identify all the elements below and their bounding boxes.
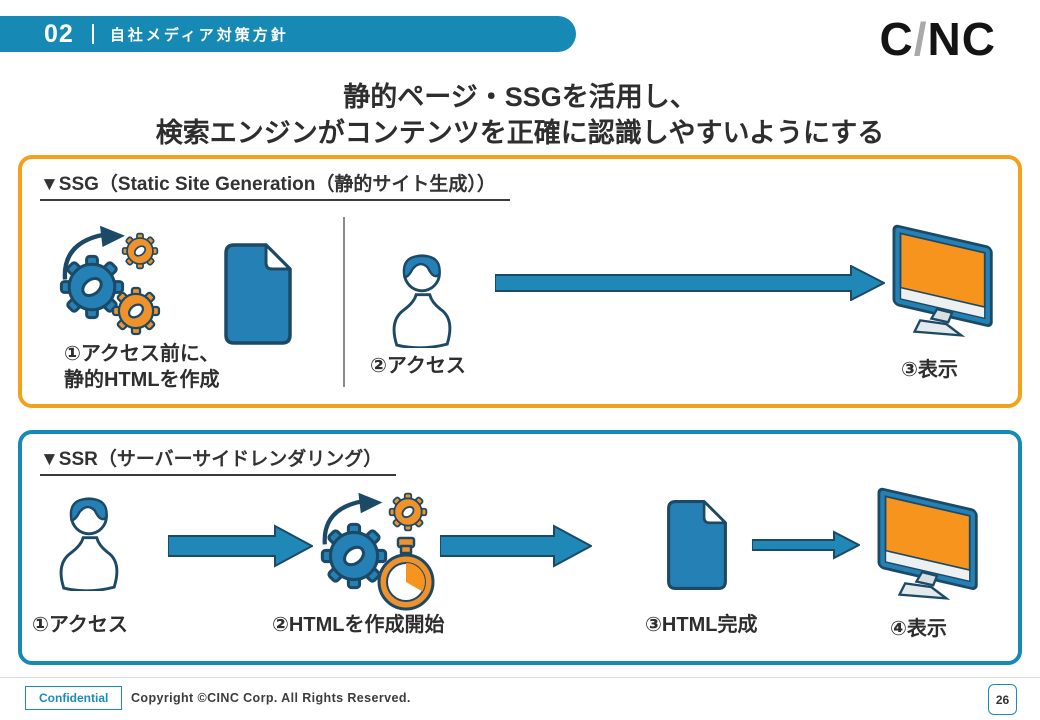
logo-letter-n: N (927, 13, 962, 65)
cinc-logo: C/NC (880, 12, 996, 66)
ssr-heading: ▼SSR（サーバーサイドレンダリング） (40, 444, 397, 476)
person-icon (55, 494, 121, 593)
logo-letter-c2: C (961, 13, 996, 65)
copyright-text: Copyright ©CINC Corp. All Rights Reserve… (131, 691, 411, 705)
footer-divider (0, 677, 1040, 678)
gears-stopwatch-icon (316, 484, 456, 614)
ssr-step4-label: ④表示 (890, 618, 947, 640)
divider-line (343, 217, 345, 387)
gears-icon (58, 221, 166, 343)
ssg-step2-label: ②アクセス (370, 355, 466, 377)
ssr-step1-label: ①アクセス (32, 614, 128, 636)
page-title-line1: 静的ページ・SSGを活用し、 (343, 82, 697, 112)
confidential-badge: Confidential (25, 686, 123, 710)
page-number-badge: 26 (988, 684, 1017, 715)
ssr-panel: ▼SSR（サーバーサイドレンダリング） ①アクセス ②H (18, 430, 1022, 665)
slide-number: 02 (44, 19, 74, 48)
ssg-heading: ▼SSG（Static Site Generation（静的サイト生成）） (40, 169, 510, 201)
document-icon (665, 498, 729, 592)
logo-letter-c1: C (879, 13, 914, 65)
monitor-icon (892, 223, 997, 341)
ssg-step1-line1: ①アクセス前に、 (64, 343, 220, 365)
section-title: 自社メディア対策方針 (109, 26, 289, 44)
monitor-icon (877, 486, 982, 604)
header-divider (91, 24, 94, 44)
header-banner: 02 自社メディア対策方針 (0, 16, 576, 52)
flow-arrow-icon (494, 264, 887, 302)
page-title-line2: 検索エンジンがコンテンツを正確に認識しやすいようにする (155, 117, 885, 148)
ssg-step3-label: ③表示 (901, 359, 958, 381)
logo-slash: / (913, 13, 928, 65)
flow-arrow-icon (167, 524, 315, 568)
document-icon (222, 241, 294, 347)
ssg-step1-label: ①アクセス前に、 静的HTMLを作成 (64, 341, 220, 393)
flow-arrow-icon (439, 524, 594, 568)
ssg-panel: ▼SSG（Static Site Generation（静的サイト生成）） ①ア… (18, 155, 1022, 408)
ssg-step1-line2: 静的HTMLを作成 (64, 369, 220, 391)
person-icon (388, 251, 454, 350)
ssr-step2-label: ②HTMLを作成開始 (272, 614, 445, 636)
ssr-step3-label: ③HTML完成 (645, 614, 758, 636)
page-title: 静的ページ・SSGを活用し、 検索エンジンがコンテンツを正確に認識しやすいように… (0, 80, 1040, 151)
flow-arrow-icon (751, 530, 862, 560)
